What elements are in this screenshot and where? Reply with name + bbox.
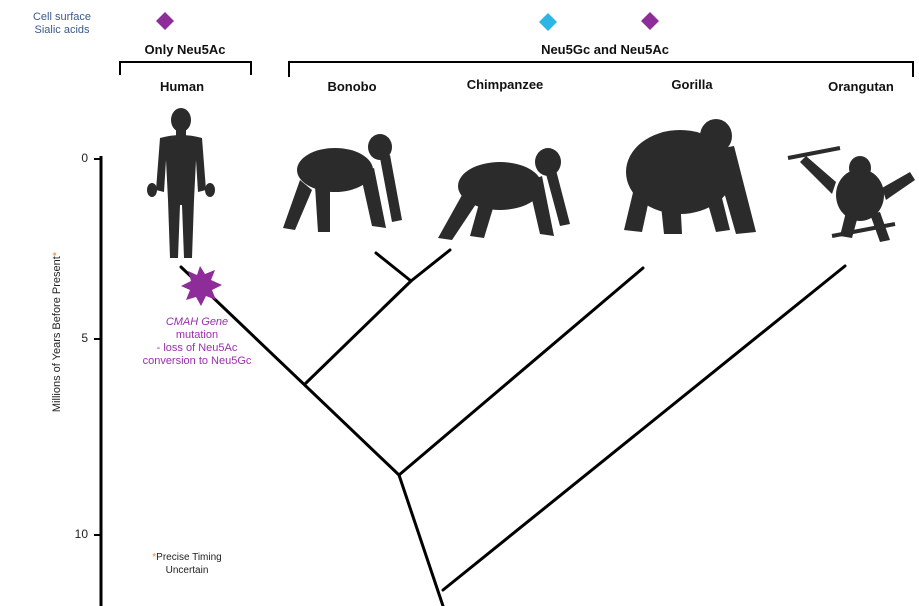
mutation-gene: CMAH Gene [112, 316, 282, 329]
species-label-orangutan: Orangutan [806, 79, 916, 94]
surface-sialic-label: Cell surface Sialic acids [22, 11, 102, 37]
mutation-line4: conversion to Neu5Gc [112, 355, 282, 368]
tick-label-5: 5 [58, 331, 88, 345]
species-label-human: Human [135, 79, 229, 94]
tick-label-10: 10 [58, 527, 88, 541]
species-label-chimpanzee: Chimpanzee [450, 77, 560, 92]
bonobo-silhouette-icon [283, 134, 402, 232]
orangutan-silhouette-icon [788, 148, 915, 242]
mutation-annotation: CMAH Gene mutation - loss of Neu5Ac conv… [112, 316, 282, 368]
timing-note: *Precise Timing Uncertain [142, 551, 232, 577]
tick-label-0: 0 [58, 151, 88, 165]
mutation-line3: - loss of Neu5Ac [112, 342, 282, 355]
species-label-gorilla: Gorilla [645, 77, 739, 92]
gorilla-silhouette-icon [624, 119, 756, 234]
mutation-line2: mutation [112, 329, 282, 342]
y-axis-asterisk: * [51, 252, 63, 256]
neu5gc-diamond-icon [539, 13, 557, 31]
phylogenetic-tree [181, 250, 845, 606]
neu5gc-neu5ac-label: Neu5Gc and Neu5Ac [520, 42, 690, 57]
chimpanzee-silhouette-icon [438, 148, 570, 240]
timing-note-line2: Uncertain [142, 564, 232, 577]
only-neu5ac-label: Only Neu5Ac [115, 42, 255, 57]
neu5ac-diamond-icon [641, 12, 659, 30]
human-silhouette-icon [147, 108, 215, 258]
timing-note-line1: Precise Timing [156, 552, 222, 563]
neu5ac-diamond-icon [156, 12, 174, 30]
surface-label-line1: Cell surface [22, 11, 102, 24]
species-label-bonobo: Bonobo [305, 79, 399, 94]
human-bracket [120, 62, 251, 75]
apes-bracket [289, 62, 913, 77]
surface-label-line2: Sialic acids [22, 24, 102, 37]
